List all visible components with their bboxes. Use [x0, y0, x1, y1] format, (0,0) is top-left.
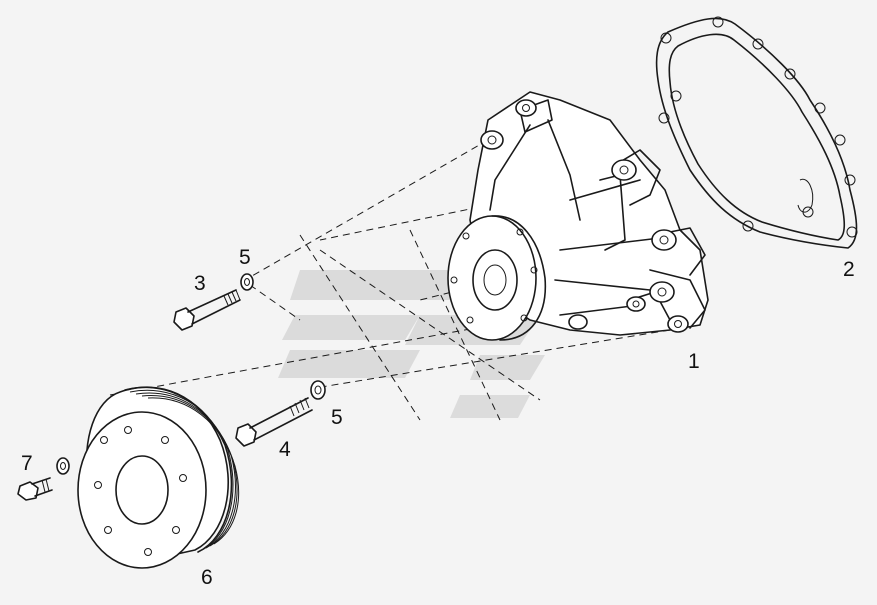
- washer-upper: [240, 273, 254, 291]
- callout-washer-lower: 5: [331, 406, 343, 429]
- bolt-pulley: [17, 477, 53, 501]
- callout-water-pump: 1: [688, 350, 700, 373]
- pulley: [77, 386, 240, 569]
- washer-pulley: [56, 457, 70, 475]
- bolt-lower: [235, 397, 313, 447]
- callout-bolt-upper: 3: [194, 272, 206, 295]
- callout-pulley: 6: [201, 566, 213, 589]
- gasket-holes: [658, 16, 858, 238]
- washer-lower: [310, 380, 326, 400]
- callout-washer-upper: 5: [239, 246, 251, 269]
- callout-bolt-lower: 4: [279, 438, 291, 461]
- gasket: [655, 16, 858, 249]
- water-pump: [447, 91, 709, 341]
- callout-gasket: 2: [843, 258, 855, 281]
- callout-bolt-pulley: 7: [21, 452, 33, 475]
- bolt-upper: [173, 289, 241, 331]
